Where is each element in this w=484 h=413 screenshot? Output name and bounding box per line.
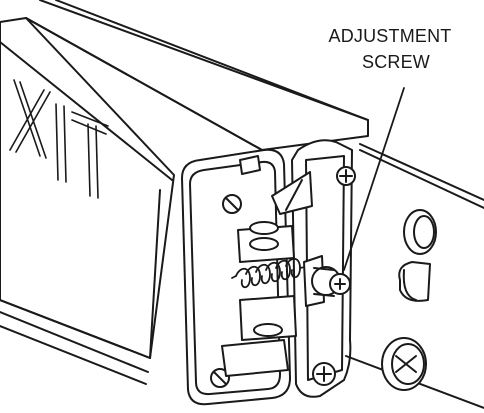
wall-screw-upper	[403, 209, 437, 255]
wall-boss	[398, 261, 431, 302]
wall-surface	[345, 143, 484, 409]
callout-line-2: SCREW	[362, 52, 430, 72]
wall-screw-lower	[381, 337, 427, 391]
housing-lettering	[9, 79, 109, 199]
adjustment-screw	[303, 255, 351, 307]
cap-screw-bottom	[210, 368, 230, 388]
callout-leader-line	[343, 87, 405, 271]
bracket-screw-top	[336, 166, 356, 186]
callout-line-1: ADJUSTMENT	[329, 26, 452, 46]
cap-screw-top	[222, 194, 242, 214]
spring-mechanism	[221, 221, 311, 377]
callout-label: ADJUSTMENT SCREW	[329, 26, 452, 72]
bracket-screw-bottom	[312, 362, 336, 386]
